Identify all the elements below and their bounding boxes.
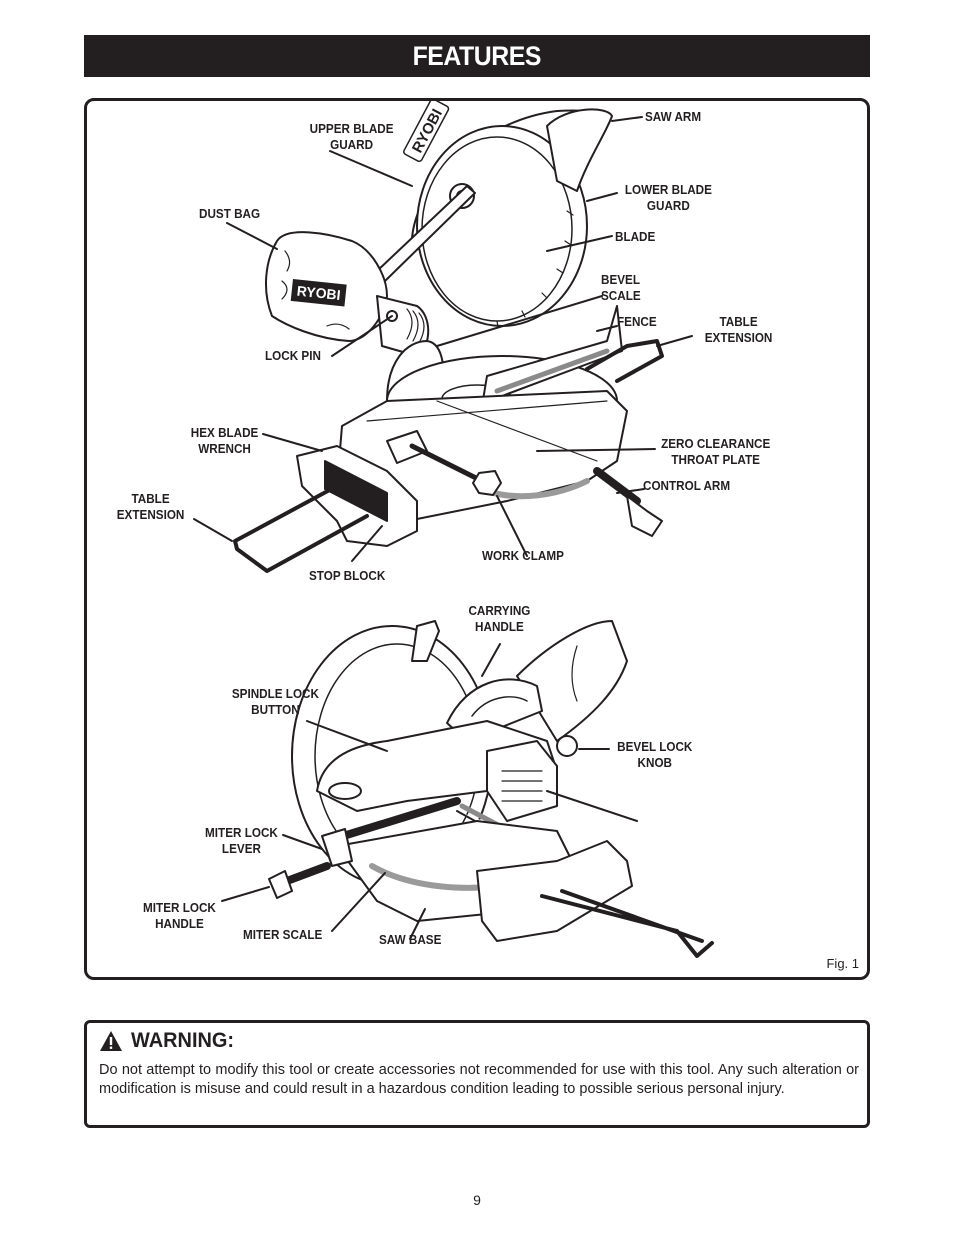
- label-carrying-handle: CARRYING HANDLE: [468, 603, 531, 634]
- label-control-arm: CONTROL ARM: [643, 478, 731, 493]
- leader-table-extension-left: [193, 518, 233, 542]
- bottom-saw-drawing: [221, 620, 714, 958]
- rear-control-arm: [323, 797, 461, 845]
- label-dust-bag: DUST BAG: [199, 206, 261, 221]
- leader-lock-pin: [331, 315, 393, 357]
- label-table-extension-right: TABLE EXTENSION: [704, 314, 773, 345]
- bevel-lock-knob-shape: [556, 735, 578, 757]
- leader-lower-blade-guard: [586, 192, 618, 202]
- label-spindle-lock-button: SPINDLE LOCK BUTTON: [231, 686, 319, 717]
- miter-scale-shape: [484, 478, 590, 500]
- handle-cutout: [328, 782, 362, 800]
- pivot-spring: [406, 308, 425, 344]
- leader-table-extension-right: [656, 335, 693, 347]
- blade-teeth: [496, 210, 574, 328]
- ryobi-bag-logo-text: RYOBI: [296, 283, 341, 303]
- table-extension-right-shape: [585, 339, 664, 383]
- leader-carrying-handle: [481, 643, 501, 677]
- leader-stop-block: [351, 525, 383, 562]
- dust-bag-folds: [281, 250, 350, 330]
- label-miter-lock-lever: MITER LOCK LEVER: [205, 825, 278, 856]
- label-fence: FENCE: [617, 314, 657, 329]
- saw-arm-shape: [546, 108, 613, 192]
- work-clamp-screw: [409, 443, 485, 484]
- leader-dust-bag: [226, 222, 278, 250]
- label-saw-base: SAW BASE: [379, 932, 442, 947]
- base-edge: [366, 400, 608, 422]
- miter-saw-illustration: RYOBI RYOBI: [193, 101, 714, 958]
- blade-shape: [421, 136, 573, 322]
- label-stop-block: STOP BLOCK: [309, 568, 386, 583]
- motor-vents: [501, 770, 543, 802]
- miter-lock-lever-shape: [321, 828, 353, 867]
- carrying-handle-grip: [471, 696, 528, 717]
- control-arm-shaft: [593, 467, 641, 505]
- top-saw-drawing: RYOBI RYOBI: [193, 101, 693, 573]
- leader-spindle-lock-button: [306, 720, 388, 752]
- leader-hex-blade-wrench: [262, 433, 323, 452]
- page-number: 9: [473, 1192, 481, 1208]
- features-figure: RYOBI RYOBI: [84, 98, 870, 980]
- label-bevel-lock-knob: BEVEL LOCK KNOB: [617, 739, 693, 770]
- leader-miter-lock-lever: [282, 834, 323, 850]
- miter-lock-handle-shaft: [283, 862, 331, 885]
- power-cord: [546, 790, 638, 822]
- figure-caption: Fig. 1: [826, 956, 859, 971]
- section-title-bar: FEATURES: [84, 35, 870, 77]
- fence-scale-strip: [494, 348, 610, 394]
- leader-fence: [596, 325, 618, 332]
- leader-zero-clearance: [536, 448, 656, 452]
- label-saw-arm: SAW ARM: [645, 109, 702, 124]
- warning-header: WARNING:: [99, 1029, 240, 1053]
- leader-saw-arm: [611, 116, 643, 122]
- warning-heading: WARNING:: [131, 1029, 235, 1052]
- rear-table-extension-shape: [540, 889, 714, 958]
- label-upper-blade-guard: UPPER BLADE GUARD: [309, 121, 394, 152]
- label-table-extension-left: TABLE EXTENSION: [116, 491, 185, 522]
- warning-triangle-icon: [100, 1031, 122, 1051]
- leader-miter-scale: [331, 872, 386, 932]
- label-miter-lock-handle: MITER LOCK HANDLE: [143, 900, 216, 931]
- miter-lock-handle-knob: [268, 870, 293, 899]
- warning-text: Do not attempt to modify this tool or cr…: [99, 1062, 859, 1097]
- leader-blade: [546, 235, 613, 252]
- label-zero-clearance-throat-plate: ZERO CLEARANCE THROAT PLATE: [661, 436, 771, 467]
- page-title: FEATURES: [412, 40, 542, 71]
- label-blade: BLADE: [615, 229, 656, 244]
- leader-bevel-scale: [436, 295, 603, 347]
- label-lower-blade-guard: LOWER BLADE GUARD: [624, 182, 712, 213]
- label-bevel-scale: BEVEL SCALE: [601, 272, 641, 303]
- leader-upper-blade-guard: [329, 150, 413, 187]
- leader-saw-base: [409, 908, 426, 940]
- leader-control-arm: [616, 488, 645, 494]
- control-arm-knob: [626, 495, 663, 537]
- rear-guard-tab: [411, 620, 440, 662]
- table-extension-left-shape: [233, 484, 369, 573]
- label-work-clamp: WORK CLAMP: [482, 548, 564, 563]
- label-miter-scale: MITER SCALE: [243, 927, 323, 942]
- stop-block-shape: [324, 460, 388, 522]
- leader-miter-lock-handle: [221, 886, 270, 902]
- rear-base-leg: [476, 840, 633, 942]
- work-clamp-knob: [472, 470, 502, 496]
- ryobi-bag-logo: RYOBI: [290, 279, 347, 307]
- warning-box: WARNING: Do not attempt to modify this t…: [84, 1020, 870, 1128]
- label-lock-pin: LOCK PIN: [265, 348, 321, 363]
- label-hex-blade-wrench: HEX BLADE WRENCH: [190, 425, 259, 456]
- rear-dust-bag-fold: [571, 645, 578, 702]
- leader-work-clamp: [496, 495, 528, 557]
